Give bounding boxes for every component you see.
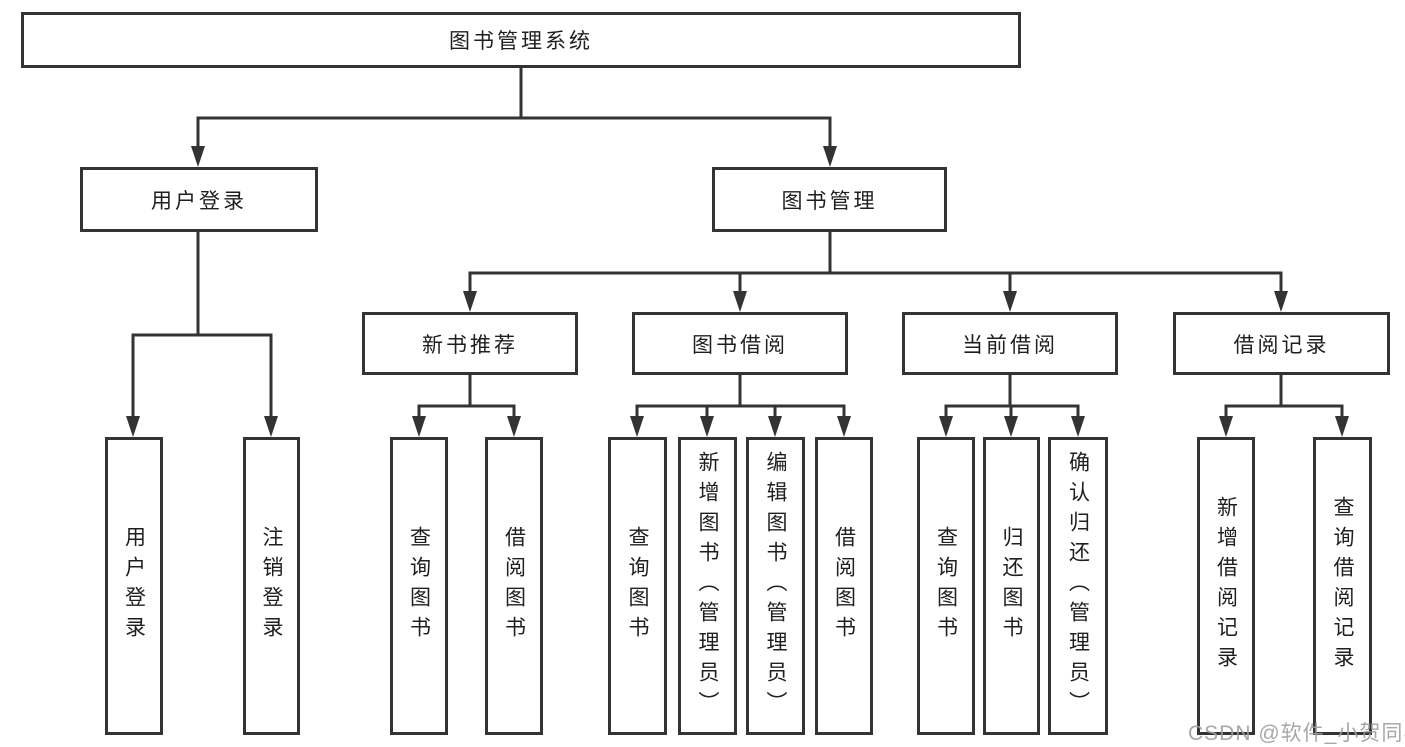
connector-root-to-level2 bbox=[191, 66, 837, 167]
connector-book-management-to-level3 bbox=[463, 230, 1288, 312]
csdn-watermark: CSDN @软件_小贺同学 bbox=[1188, 722, 1405, 745]
leaf-current-query-books: 查询图书 bbox=[917, 437, 975, 735]
connector-new-book-to-children bbox=[412, 373, 521, 437]
leaf-records-query-record: 查询借阅记录 bbox=[1313, 437, 1372, 735]
leaf-newbook-query-books: 查询图书 bbox=[390, 437, 448, 735]
node-current-borrowing: 当前借阅 bbox=[902, 312, 1118, 375]
leaf-user-login: 用户登录 bbox=[105, 437, 163, 735]
leaf-borrow-query-books: 查询图书 bbox=[608, 437, 667, 735]
node-root-system: 图书管理系统 bbox=[21, 12, 1021, 68]
connector-book-borrow-to-children bbox=[630, 373, 851, 437]
node-book-borrowing: 图书借阅 bbox=[632, 312, 848, 375]
leaf-borrow-edit-books-admin: 编辑图书（管理员） bbox=[746, 437, 805, 735]
leaf-borrow-borrow-books: 借阅图书 bbox=[815, 437, 873, 735]
node-new-book-recommend: 新书推荐 bbox=[362, 312, 578, 375]
leaf-records-add-record: 新增借阅记录 bbox=[1197, 437, 1255, 735]
node-borrowing-records: 借阅记录 bbox=[1173, 312, 1390, 375]
leaf-current-confirm-return-admin: 确认归还（管理员） bbox=[1048, 437, 1108, 735]
leaf-newbook-borrow-books: 借阅图书 bbox=[485, 437, 543, 735]
leaf-logout: 注销登录 bbox=[243, 437, 300, 735]
connector-user-login-to-children bbox=[126, 230, 278, 437]
connector-current-borrow-to-children bbox=[939, 373, 1085, 437]
node-user-login: 用户登录 bbox=[80, 167, 318, 232]
node-book-management: 图书管理 bbox=[712, 167, 947, 232]
connector-borrow-records-to-children bbox=[1219, 373, 1349, 437]
leaf-current-return-books: 归还图书 bbox=[983, 437, 1040, 735]
leaf-borrow-add-books-admin: 新增图书（管理员） bbox=[678, 437, 737, 735]
